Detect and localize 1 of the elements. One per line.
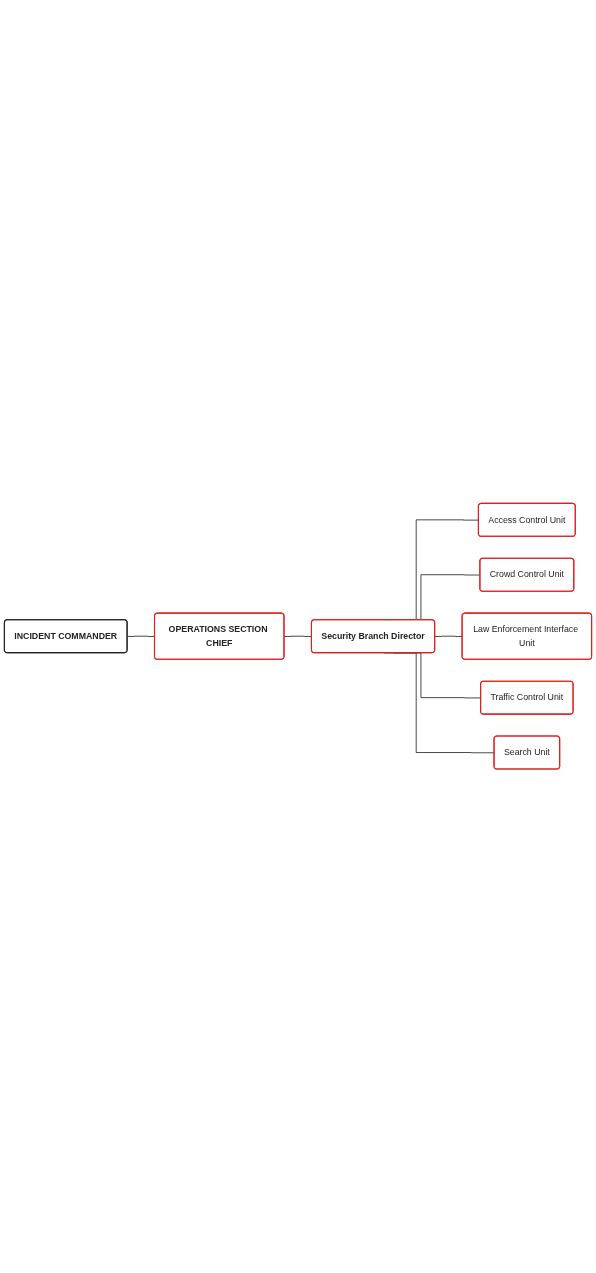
connector	[434, 636, 463, 638]
